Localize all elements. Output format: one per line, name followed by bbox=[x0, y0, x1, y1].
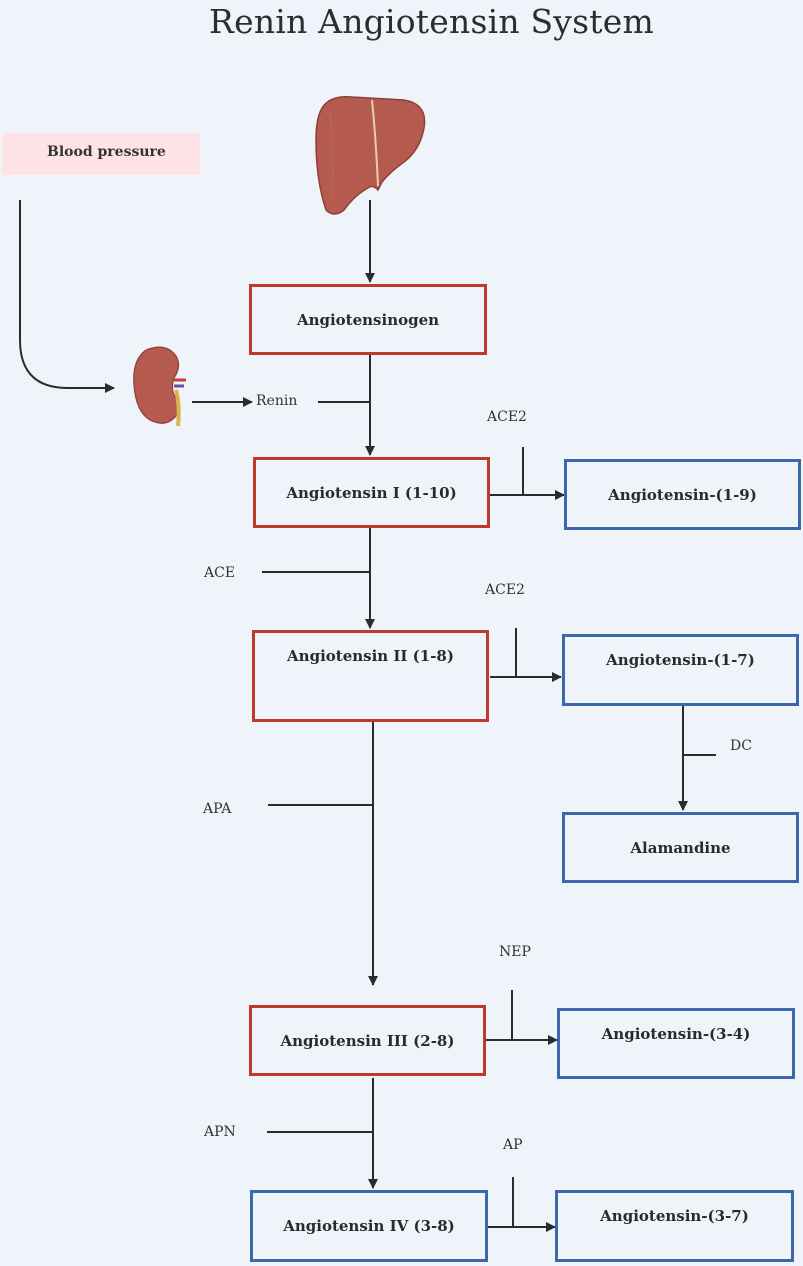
node-angiotensin-1-7: Angiotensin-(1-7) bbox=[562, 634, 799, 706]
node-alamandine: Alamandine bbox=[562, 812, 799, 883]
node-angiotensin-3-4: Angiotensin-(3-4) bbox=[557, 1008, 795, 1079]
kidney-icon bbox=[133, 346, 186, 427]
liver-icon bbox=[315, 95, 426, 215]
enzyme-apn: APN bbox=[204, 1124, 236, 1140]
blood-pressure-badge bbox=[2, 133, 200, 175]
diagram-title: Renin Angiotensin System bbox=[209, 2, 654, 41]
enzyme-ace: ACE bbox=[204, 565, 236, 581]
enzyme-ace2-a: ACE2 bbox=[487, 409, 527, 425]
node-angiotensin-3-7: Angiotensin-(3-7) bbox=[555, 1190, 794, 1262]
enzyme-ace2-b: ACE2 bbox=[485, 582, 525, 598]
enzyme-renin: Renin bbox=[256, 393, 298, 409]
enzyme-ap: AP bbox=[503, 1137, 523, 1153]
node-angiotensin-i: Angiotensin I (1-10) bbox=[253, 457, 490, 528]
enzyme-dc: DC bbox=[730, 738, 752, 754]
blood-pressure-label: Blood pressure bbox=[47, 144, 166, 160]
enzyme-nep: NEP bbox=[499, 944, 531, 960]
node-angiotensin-ii: Angiotensin II (1-8) bbox=[252, 630, 489, 722]
node-angiotensin-1-9: Angiotensin-(1-9) bbox=[564, 459, 801, 530]
bp-to-kidney-arrow bbox=[19, 200, 115, 393]
node-angiotensin-iii: Angiotensin III (2-8) bbox=[249, 1005, 486, 1076]
enzyme-apa: APA bbox=[203, 801, 232, 817]
node-angiotensinogen: Angiotensinogen bbox=[249, 284, 487, 355]
node-angiotensin-iv: Angiotensin IV (3-8) bbox=[250, 1190, 488, 1262]
